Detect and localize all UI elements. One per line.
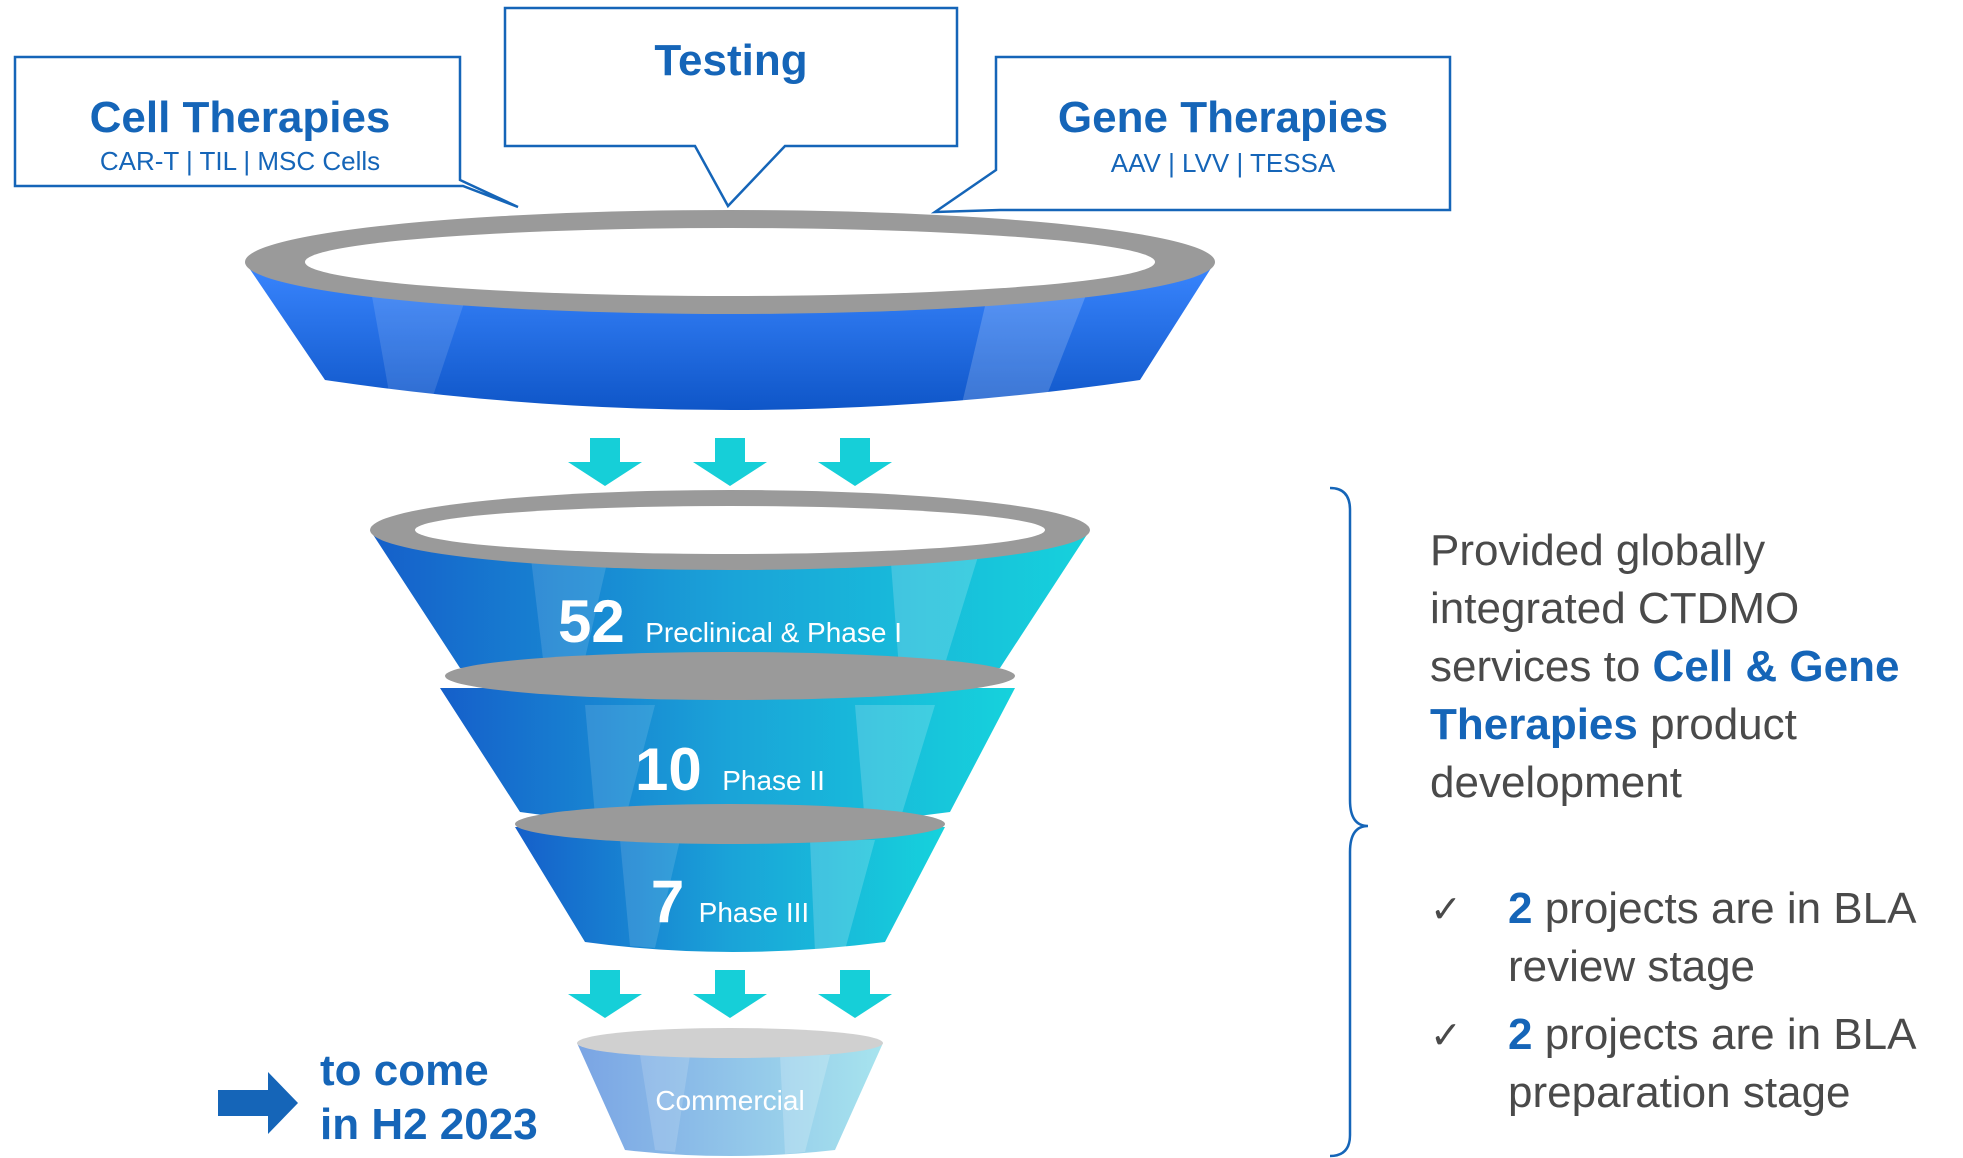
bullet-count: 2 [1508,1010,1533,1059]
summary-post: product development [1430,700,1797,807]
summary-text: Provided globally integrated CTDMO servi… [1430,522,1950,812]
stage-phase2-number: 10 [635,736,702,803]
summary-panel: Provided globally integrated CTDMO servi… [1430,522,1950,1132]
to-come-line1: to come [320,1046,489,1095]
callout-cell-therapies: Cell Therapies CAR-T | TIL | MSC Cells [13,55,519,209]
stage-phase3-text: 7 Phase III [651,868,809,935]
bullet-count: 2 [1508,884,1533,933]
bullet-text: projects are in BLA preparation stage [1508,1010,1915,1117]
funnel-top [245,210,1215,412]
arrow-right-icon [218,1072,298,1134]
funnel-stage-phase3: 7 Phase III [515,804,945,952]
callout-gene-therapies: Gene Therapies AAV | LVV | TESSA [930,55,1452,214]
callout-gene-subtitle: AAV | LVV | TESSA [1111,148,1336,178]
arrow-down-icon [568,970,892,1018]
stage-preclinical-text: 52 Preclinical & Phase I [558,588,902,655]
bullet-item: ✓ 2 projects are in BLA preparation stag… [1430,1006,1950,1122]
funnel-stage-commercial: Commercial [577,1028,883,1156]
stage-phase3-label: Phase III [699,897,810,928]
to-come-note: to come in H2 2023 [320,1044,580,1152]
callout-testing: Testing [503,6,959,209]
stage-phase3-number: 7 [651,868,684,935]
summary-pre: Provided globally integrated CTDMO servi… [1430,526,1800,691]
bullet-item: ✓ 2 projects are in BLA review stage [1430,880,1950,996]
stage-phase2-text: 10 Phase II [635,736,825,803]
funnel-stage-phase2: 10 Phase II [440,652,1015,827]
arrow-down-icon [568,438,892,486]
bullet-list: ✓ 2 projects are in BLA review stage ✓ 2… [1430,880,1950,1122]
stage-preclinical-label: Preclinical & Phase I [645,617,902,648]
callout-testing-title: Testing [654,36,807,85]
summary-highlight: Cell & Gene Therapies [1430,642,1900,749]
callout-cell-subtitle: CAR-T | TIL | MSC Cells [100,146,380,176]
to-come-line2: in H2 2023 [320,1100,538,1149]
callout-gene-title: Gene Therapies [1058,93,1388,142]
bullet-text: projects are in BLA review stage [1508,884,1915,991]
callout-cell-title: Cell Therapies [90,93,391,142]
check-icon: ✓ [1430,887,1462,931]
stage-commercial-label: Commercial [655,1085,804,1116]
funnel-stage-preclinical: 52 Preclinical & Phase I [370,490,1090,687]
stage-phase2-label: Phase II [722,765,825,796]
stage-preclinical-number: 52 [558,588,625,655]
check-icon: ✓ [1430,1013,1462,1057]
curly-brace-icon [1329,486,1369,1158]
